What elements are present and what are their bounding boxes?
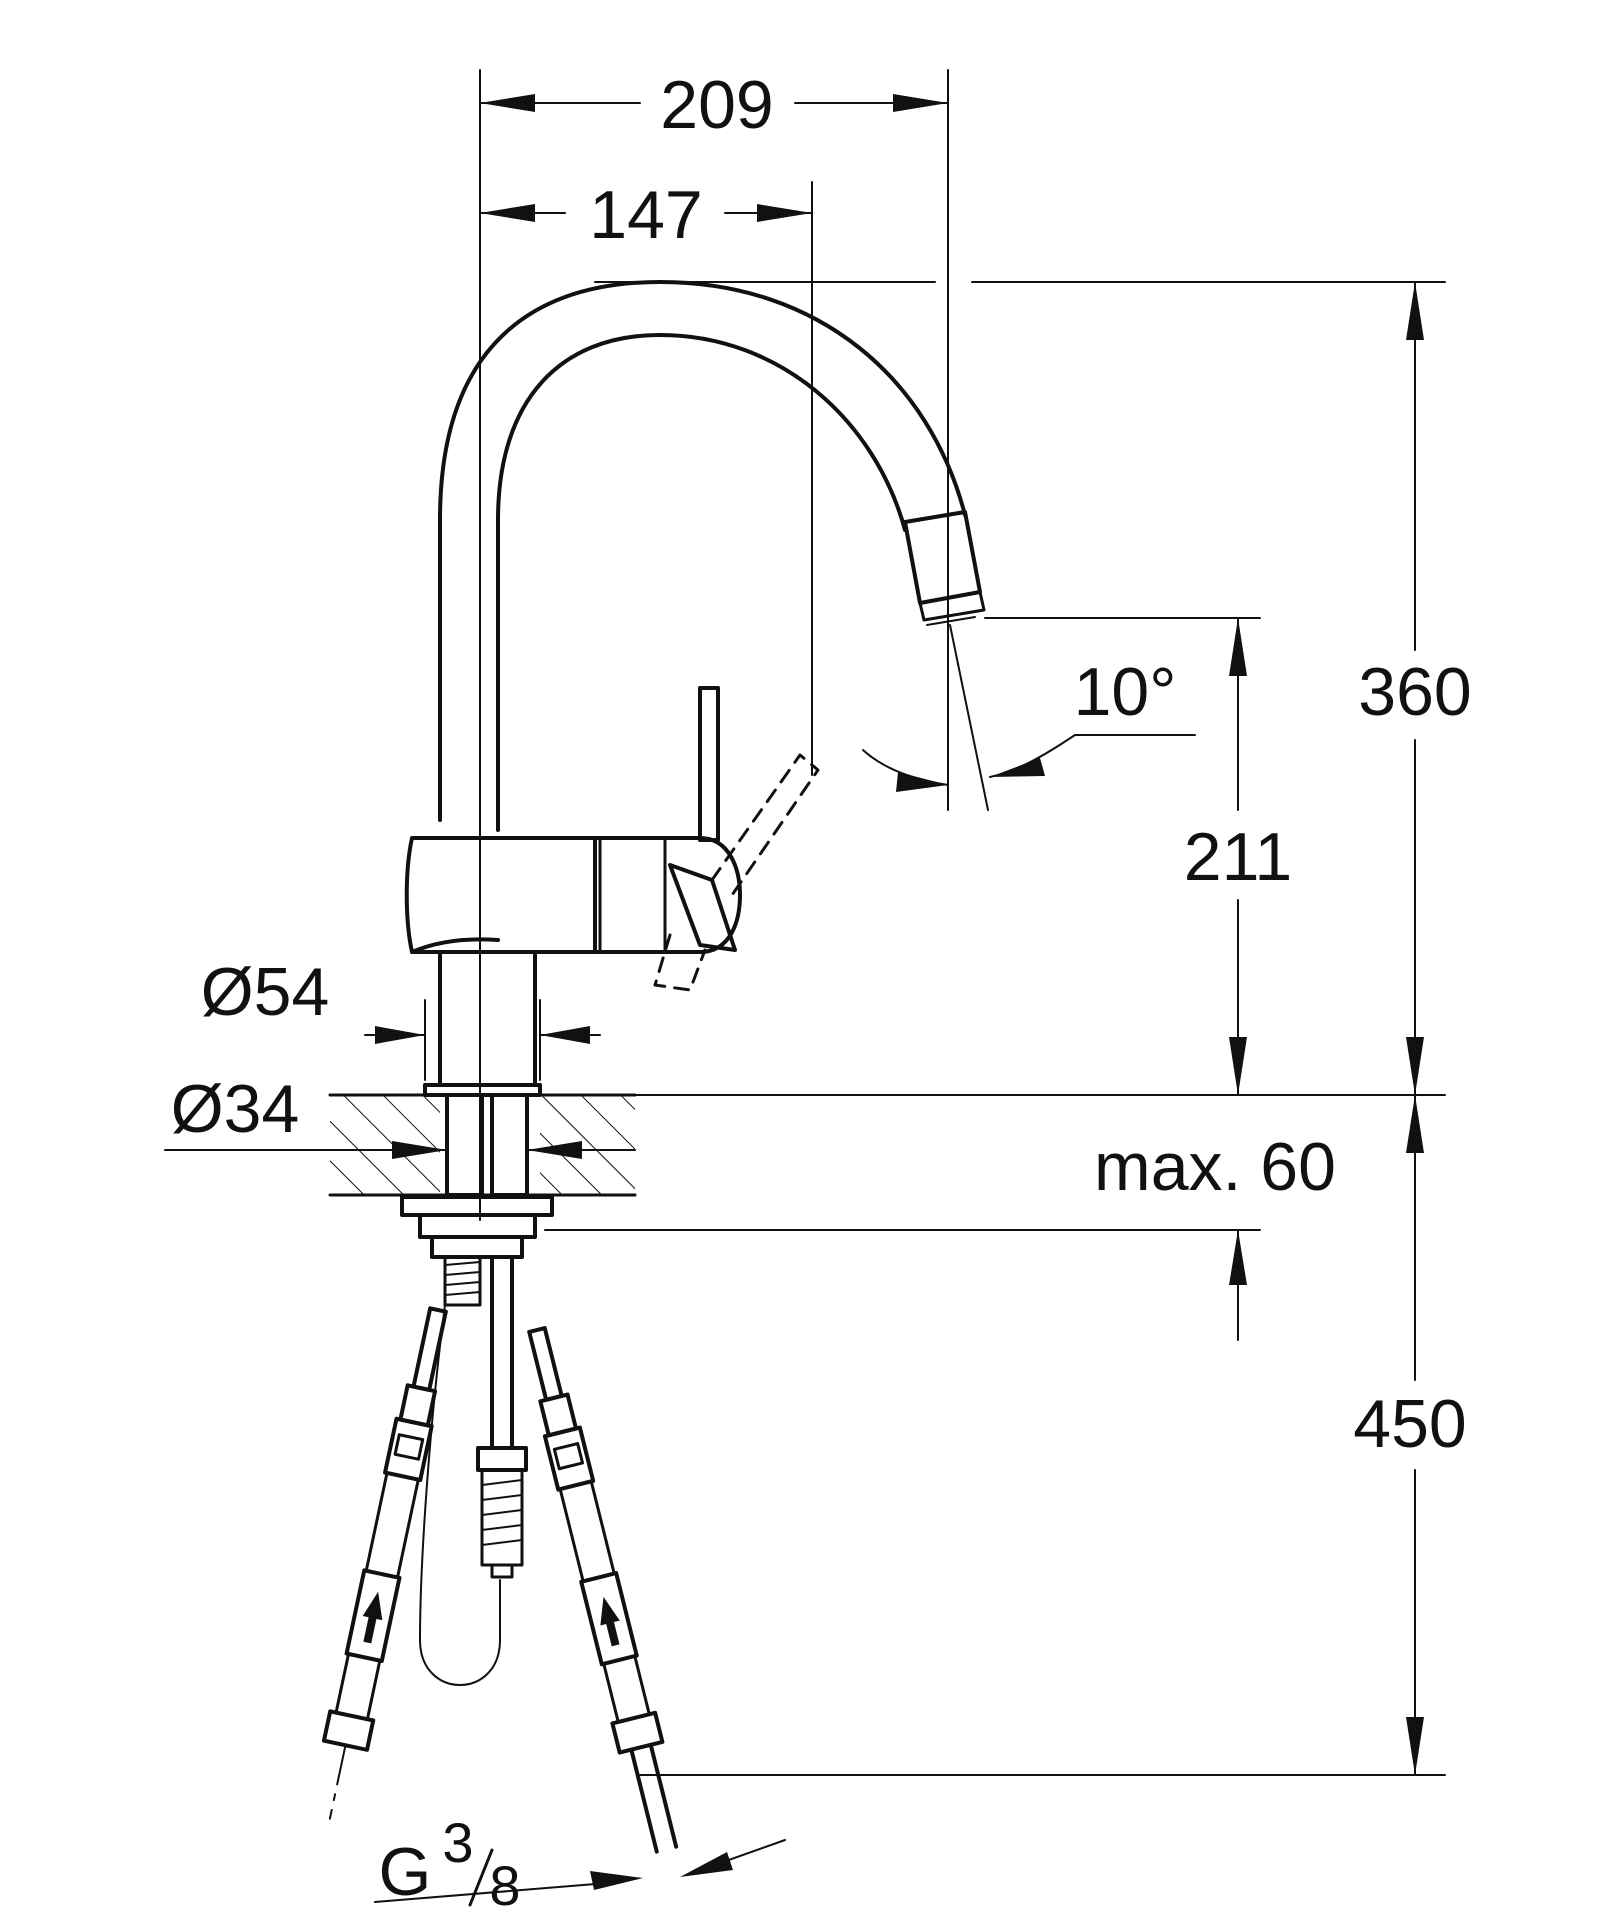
dim-thread-numerator: 3 (442, 1811, 473, 1874)
dim-147-label: 147 (589, 177, 702, 253)
faucet-outline (400, 280, 986, 1686)
dim-thread: G 3 8 (374, 1811, 786, 1917)
dim-base-diameter-label: Ø54 (201, 954, 330, 1030)
dim-211: 211 (984, 617, 1292, 1096)
dim-counter-thickness: max. 60 (544, 1094, 1446, 1341)
threaded-stud (443, 1255, 482, 1307)
dim-mount-hole: Ø34 (164, 1071, 636, 1159)
dim-209: 209 (479, 67, 949, 811)
dim-147: 147 (479, 177, 813, 776)
dim-360: 360 (594, 281, 1472, 1096)
supply-hose-right (527, 1326, 679, 1854)
dim-209-label: 209 (660, 67, 773, 143)
dim-base-diameter: Ø54 (201, 954, 601, 1081)
dim-211-label: 211 (1184, 819, 1292, 895)
dim-thread-prefix: G (379, 1834, 432, 1910)
supply-hose-left (321, 1306, 448, 1820)
dim-450-label: 450 (1353, 1386, 1466, 1462)
dim-450: 450 (639, 1094, 1467, 1776)
dim-thread-denominator: 8 (489, 1854, 520, 1917)
hose-weight (476, 1446, 528, 1579)
dim-spray-angle: 10° (862, 624, 1196, 811)
dim-360-label: 360 (1358, 654, 1471, 730)
dim-mount-hole-label: Ø34 (171, 1071, 300, 1147)
dim-spray-angle-label: 10° (1074, 654, 1177, 730)
dim-counter-thickness-label: max. 60 (1094, 1129, 1336, 1205)
